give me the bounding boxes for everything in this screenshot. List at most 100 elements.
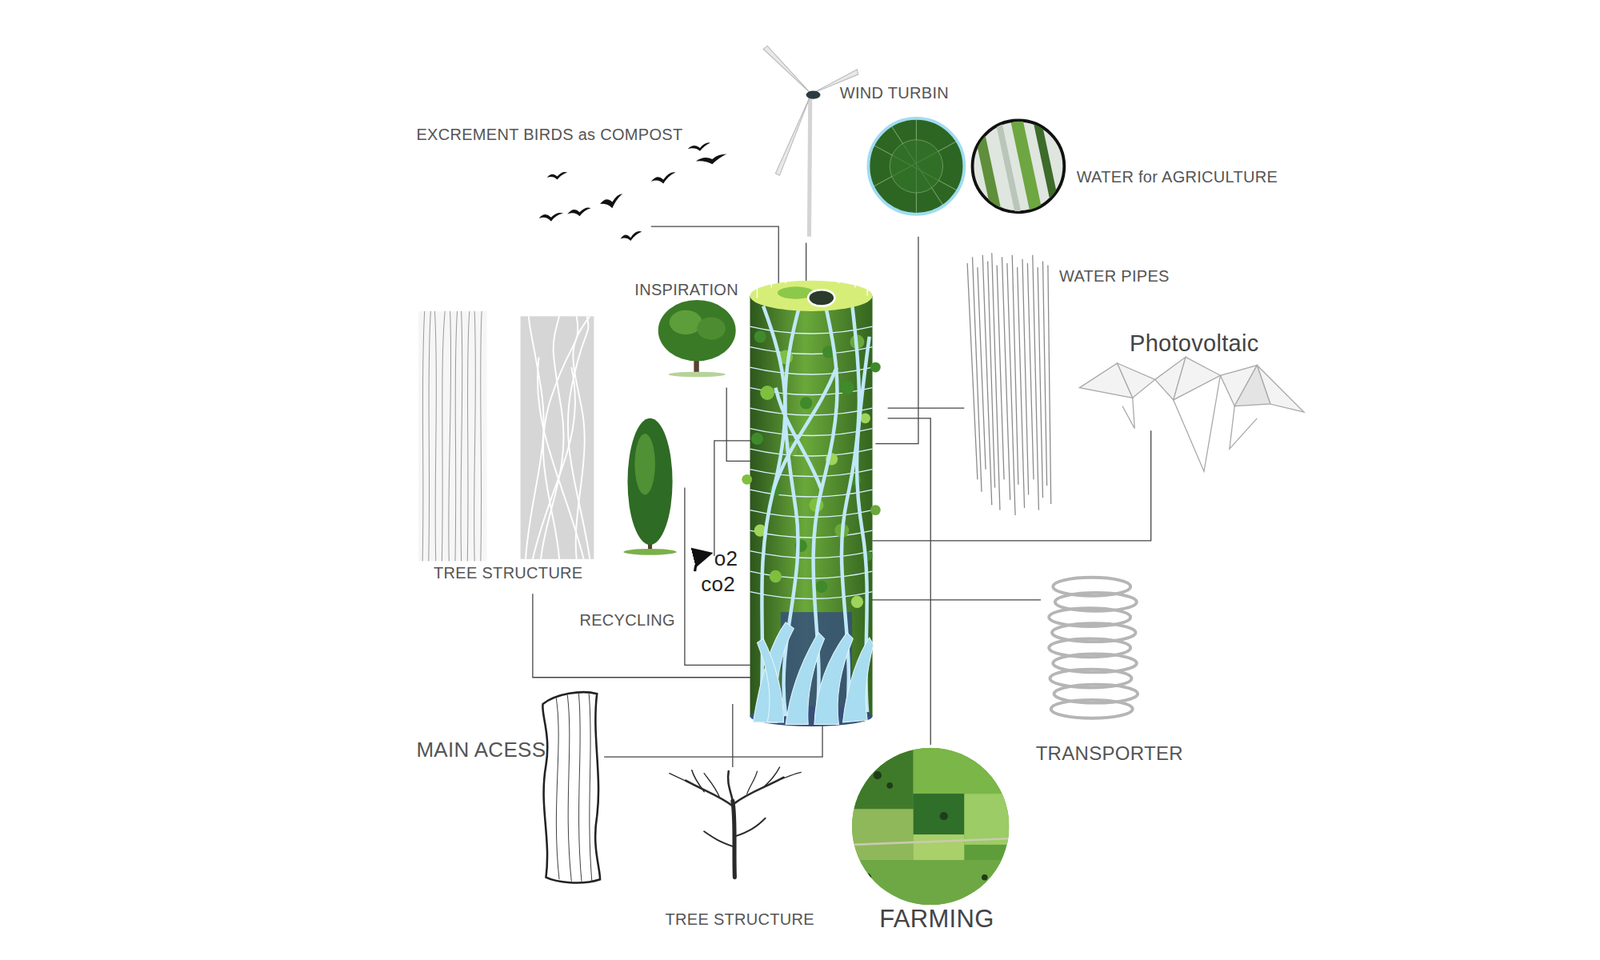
tree-structure-panels-part-part: [441, 311, 445, 561]
tree-structure-panels-part: [525, 316, 590, 560]
bare-tree-part: [704, 831, 734, 847]
green-tower-part-part: [785, 263, 787, 284]
tall-tree-part: [627, 418, 672, 545]
main-access-form-part-part: [578, 692, 582, 883]
callout-label: MAIN ACESS: [416, 738, 546, 763]
inspiration-tree-part: [668, 372, 725, 377]
tree-structure-panels-part-part: [455, 311, 458, 561]
photovoltaic-structure: [1079, 356, 1304, 472]
bare-tree-part: [685, 780, 733, 807]
green-tower-part-part: [771, 267, 772, 288]
tree-structure-panels-part: [418, 311, 487, 561]
green-tower-part-part: [756, 270, 758, 298]
green-tower-part-part: [750, 489, 873, 497]
green-tower-part-part: [851, 596, 864, 608]
green-tower-part-part: [750, 367, 873, 375]
green-tower-part-part: [867, 275, 868, 296]
wind-turbine-part: [775, 93, 812, 176]
farming-image-part: [886, 782, 893, 789]
birds-part: [688, 142, 711, 151]
tree-structure-panels: [418, 311, 594, 561]
main-access-form-part-part: [588, 692, 592, 882]
tree-structure-panels-part-part: [480, 311, 482, 561]
tree-structure-panels-part-part: [422, 311, 425, 561]
water-agriculture-images-part-part: [1033, 120, 1061, 215]
bare-tree-part: [704, 773, 720, 797]
green-tower-part-part: [870, 504, 881, 516]
transporter-spiral-part: [1051, 700, 1133, 719]
tree-structure-panels-part-part: [537, 356, 584, 559]
leader-lines-part: [888, 418, 932, 745]
green-tower-part-part: [838, 265, 840, 284]
callout-label: WIND TURBIN: [840, 84, 949, 103]
leader-lines-part: [867, 599, 1041, 600]
tree-structure-panels-part-part: [460, 311, 463, 561]
transporter-spiral: [1048, 577, 1138, 719]
water-agriculture-images-part-part: [888, 120, 950, 214]
callout-label: TREE STRUCTURE: [433, 564, 583, 583]
bare-tree-part: [780, 772, 802, 780]
main-access-form-part-part: [567, 694, 572, 881]
bare-tree-part: [747, 771, 758, 794]
green-tower-part-part: [750, 530, 873, 538]
bare-tree-part: [669, 773, 689, 783]
inspiration-tree-part: [696, 317, 726, 340]
farming-image-part: [873, 771, 882, 780]
tree-structure-panels-part-part: [474, 311, 476, 561]
oxygen-arrow: [695, 553, 709, 572]
inspiration-tree-part: [669, 310, 703, 336]
water-pipes-part: [967, 263, 978, 480]
birds-part: [539, 212, 564, 222]
green-tower-part-part: [756, 638, 784, 723]
leader-lines-part: [875, 236, 919, 444]
green-tower-part-part: [843, 637, 874, 723]
leader-lines-part: [732, 704, 733, 768]
green-tower-part-part: [775, 388, 821, 491]
green-tower-part: [750, 280, 873, 312]
tree-structure-panels-part-part: [434, 311, 436, 561]
water-agriculture-images-part-part: [889, 140, 943, 193]
water-pipes-part: [1027, 263, 1034, 480]
farming-image-part: [852, 748, 1009, 905]
green-tower-part-part: [750, 551, 873, 559]
tree-structure-panels-part: [520, 316, 595, 560]
water-agriculture-images-part: [972, 120, 1061, 215]
green-tower-part-part: [870, 362, 881, 373]
green-tower-part-part: [815, 580, 828, 593]
wind-turbine: [763, 45, 859, 236]
leader-lines-part: [532, 593, 776, 678]
callout-label: WATER PIPES: [1059, 267, 1170, 286]
green-tower-part-part: [769, 570, 782, 583]
callout-label: Photovoltaic: [1129, 330, 1260, 357]
callout-label: TRANSPORTER: [1036, 742, 1184, 765]
water-pipes-part: [1007, 263, 1016, 516]
birds-part: [567, 208, 591, 217]
water-agriculture-images-part: [869, 117, 964, 217]
bare-tree-part: [763, 767, 780, 788]
tree-structure-panels-part: [422, 311, 482, 561]
water-pipes-part: [1012, 255, 1019, 485]
photovoltaic-structure-part: [1229, 406, 1257, 450]
tree-structure-panels-part-part: [448, 311, 452, 561]
green-tower-part-part: [773, 367, 837, 490]
bare-tree-part: [728, 771, 733, 801]
wind-turbine-part: [808, 96, 810, 237]
birds: [539, 142, 728, 241]
farming-image-part: [852, 860, 1009, 905]
water-pipes-part: [1001, 256, 1010, 500]
water-pipes-part: [1037, 267, 1043, 498]
green-tower-part-part: [754, 330, 767, 343]
farming-image-part: [981, 874, 988, 881]
farming-image-part: [940, 812, 948, 820]
photovoltaic-structure-part: [1173, 356, 1221, 400]
bare-tree-part: [732, 800, 736, 878]
water-pipes-part: [992, 252, 1000, 510]
birds-part: [547, 172, 568, 180]
birds-part: [620, 231, 643, 241]
farming-image-part: [964, 793, 1009, 845]
leader-lines: [532, 226, 1152, 768]
callout-label: INSPIRATION: [634, 280, 739, 300]
wind-turbine-part: [806, 90, 821, 99]
farming-image-part: [913, 793, 965, 835]
